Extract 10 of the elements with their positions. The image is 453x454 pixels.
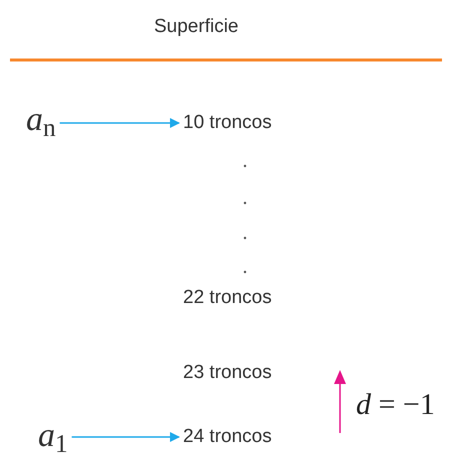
node-label: 23 troncos [183, 360, 272, 386]
node-label: a$_{n}$ [26, 100, 56, 140]
node-label: 10 troncos [183, 110, 272, 136]
node-label: 24 troncos [183, 424, 272, 450]
arrow [72, 432, 180, 442]
title: Superficie [154, 15, 238, 39]
difference-label: d = −1 [356, 387, 435, 423]
node-label: 22 troncos [183, 285, 272, 311]
node-label: a$_{1}$ [38, 416, 68, 454]
arrow [60, 118, 180, 128]
